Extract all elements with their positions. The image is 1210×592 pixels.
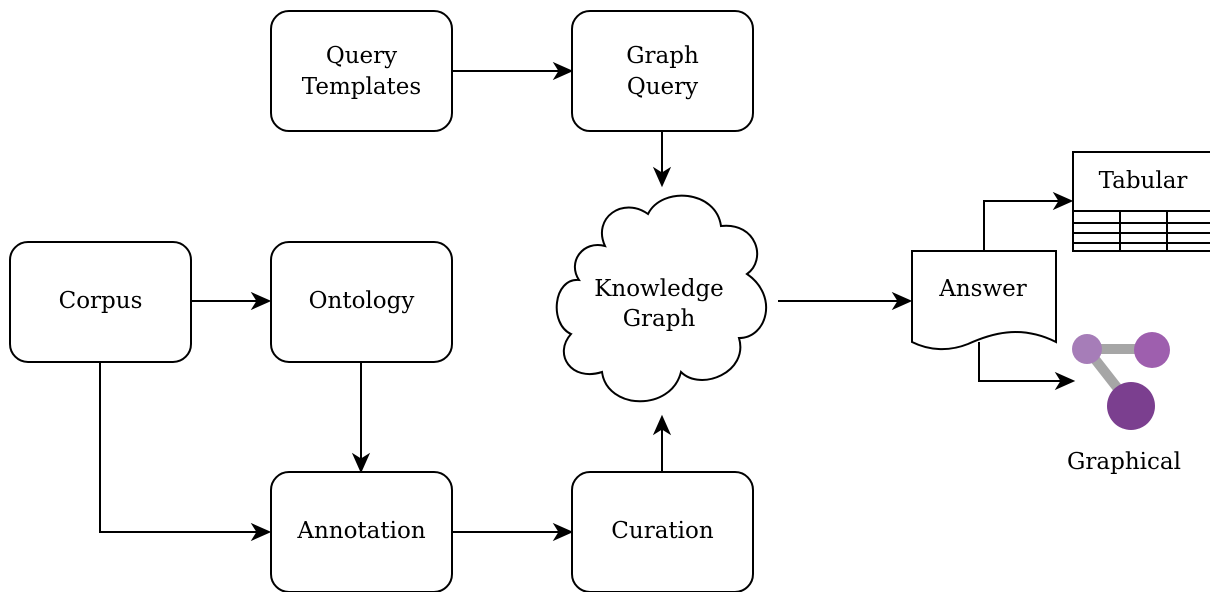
arrowhead-curation (552, 522, 574, 542)
document-shape (911, 250, 1057, 350)
arrowhead-knowledge-graph-top (652, 166, 672, 188)
node-corpus: Corpus (9, 241, 192, 363)
node-curation-label: Curation (611, 518, 714, 544)
node-graphical: Graphical (1067, 332, 1181, 475)
node-answer: Answer (911, 250, 1057, 350)
node-knowledge-graph: Knowledge Graph (555, 194, 767, 403)
graph-icon-node-small (1072, 334, 1102, 364)
table-grid-lines (1073, 210, 1210, 251)
table-outline (1072, 151, 1210, 252)
arrowhead-annotation-top (351, 452, 371, 474)
node-query-templates: Query Templates (270, 10, 453, 132)
node-tabular: Tabular (1072, 151, 1210, 252)
edges (99, 61, 1076, 542)
node-annotation-label: Annotation (296, 518, 425, 544)
node-curation: Curation (571, 471, 754, 592)
edge-answer-to-graphical (978, 342, 1066, 382)
node-graph-query-line1: Graph (626, 43, 699, 69)
arrowhead-annotation-left (250, 522, 272, 542)
node-ontology-label: Ontology (309, 288, 415, 314)
node-knowledge-graph-line2: Graph (623, 306, 696, 332)
edge-corpus-to-annotation (99, 362, 263, 533)
node-graph-query-line2: Query (627, 74, 698, 100)
node-graph-query: Graph Query (571, 10, 754, 132)
node-query-templates-line1: Query (326, 43, 397, 69)
graph-icon-node-medium (1134, 332, 1170, 368)
arrowhead-knowledge-graph-bottom (652, 414, 672, 436)
graph-icon (1072, 332, 1170, 430)
node-graphical-label: Graphical (1067, 449, 1181, 475)
cloud-shape (555, 194, 767, 403)
arrowhead-graph-query (552, 61, 574, 81)
node-knowledge-graph-line1: Knowledge (594, 276, 724, 302)
node-tabular-label: Tabular (1099, 168, 1188, 194)
node-ontology: Ontology (270, 241, 453, 363)
node-query-templates-line2: Templates (302, 74, 421, 100)
arrowhead-graphical (1054, 371, 1076, 391)
arrowhead-ontology (250, 291, 272, 311)
arrowhead-answer (891, 291, 913, 311)
graph-icon-node-large (1107, 382, 1155, 430)
arrowhead-tabular (1052, 191, 1074, 211)
edge-answer-to-tabular (983, 200, 1064, 251)
node-corpus-label: Corpus (59, 288, 143, 314)
node-annotation: Annotation (270, 471, 453, 592)
node-answer-label: Answer (938, 276, 1027, 302)
